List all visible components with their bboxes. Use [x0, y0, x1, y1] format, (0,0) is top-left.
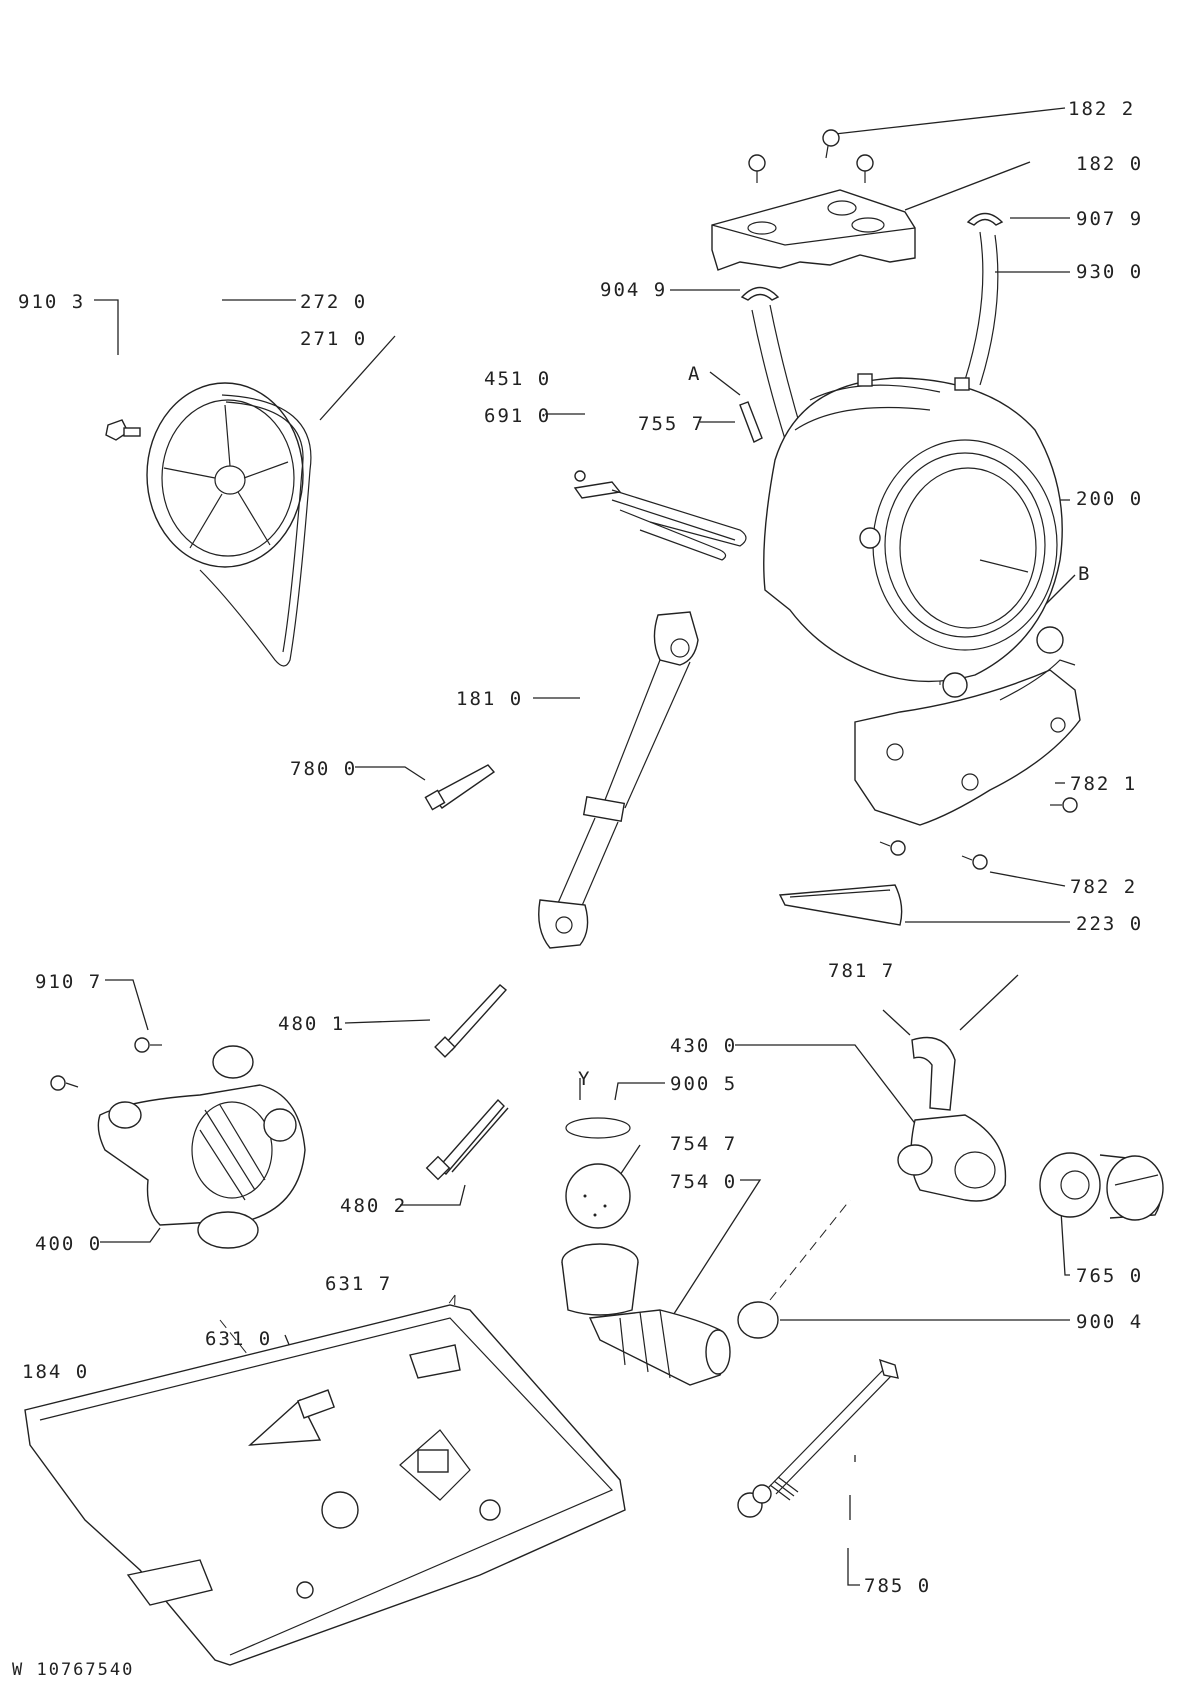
label-930-0: 930 0 [1076, 261, 1143, 283]
level-sensors-631-0-631-7 [296, 1389, 449, 1473]
label-182-0: 182 0 [1076, 153, 1143, 175]
label-900-5: 900 5 [670, 1073, 737, 1095]
lower-bracket-782-1 [854, 659, 1081, 826]
label-B: B [1078, 563, 1091, 585]
label-181-0: 181 0 [456, 688, 523, 710]
label-907-9: 907 9 [1076, 208, 1143, 230]
screws-782-2-bottom [879, 797, 1078, 870]
label-782-2-bottom: 782 2 [1070, 876, 1137, 898]
pulley-272-0 [146, 382, 304, 568]
clamps-907-9-904-9 [740, 212, 1004, 301]
label-780-0: 780 0 [290, 758, 357, 780]
label-754-0: 754 0 [670, 1171, 737, 1193]
label-223-0: 223 0 [1076, 913, 1143, 935]
label-781-7: 781 7 [828, 960, 895, 982]
inlet-hose-785-0 [737, 1358, 899, 1518]
label-184-0: 184 0 [22, 1361, 89, 1383]
label-691-0: 691 0 [484, 405, 551, 427]
drain-pump-430-0 [897, 1114, 1007, 1202]
label-631-0: 631 0 [205, 1328, 272, 1350]
ball-754-7 [565, 1163, 631, 1229]
label-755-7: 755 7 [638, 413, 705, 435]
clip-900-5 [565, 1117, 631, 1139]
label-A: A [688, 363, 701, 385]
heater-691-0 [573, 470, 747, 561]
label-782-1: 782 1 [1070, 773, 1137, 795]
label-200-0: 200 0 [1076, 488, 1143, 510]
label-910-3: 910 3 [18, 291, 85, 313]
label-480-2: 480 2 [340, 1195, 407, 1217]
pins-780-0-480-1-480-2 [424, 764, 509, 1181]
label-400-0: 400 0 [35, 1233, 102, 1255]
motor-400-0 [97, 1045, 306, 1249]
tub-200-0 [763, 373, 1064, 698]
screws-182-2-top [748, 129, 874, 183]
label-430-0: 430 0 [670, 1035, 737, 1057]
drive-belt-271-0 [199, 394, 312, 667]
clamp-900-4 [737, 1301, 779, 1339]
base-tray-184-0 [24, 1304, 626, 1666]
label-765-0: 765 0 [1076, 1265, 1143, 1287]
sensor-755-7 [739, 401, 763, 443]
screws-910-7 [50, 1037, 162, 1091]
label-451-0: 451 0 [484, 368, 551, 390]
label-631-7: 631 7 [325, 1273, 392, 1295]
label-182-2-top: 182 2 [1068, 98, 1135, 120]
filter-765-0 [1039, 1152, 1164, 1221]
label-910-7: 910 7 [35, 971, 102, 993]
label-754-7: 754 7 [670, 1133, 737, 1155]
label-785-0: 785 0 [864, 1575, 931, 1597]
part-labels: 182 2 182 0 907 9 930 0 904 9 910 3 272 … [12, 98, 1143, 1680]
bolt-910-3 [105, 419, 141, 441]
document-code: W 10767540 [12, 1660, 134, 1680]
damper-181-0 [538, 611, 699, 949]
cover-strip-223-0 [778, 884, 903, 926]
label-904-9: 904 9 [600, 279, 667, 301]
label-271-0: 271 0 [300, 328, 367, 350]
sump-hose-754-0 [561, 1243, 731, 1386]
label-272-0: 272 0 [300, 291, 367, 313]
label-Y: Y [578, 1068, 591, 1090]
label-480-1: 480 1 [278, 1013, 345, 1035]
pump-hose-781-7 [911, 1036, 956, 1111]
label-900-4: 900 4 [1076, 1311, 1143, 1333]
top-bracket-182-0 [711, 189, 916, 271]
